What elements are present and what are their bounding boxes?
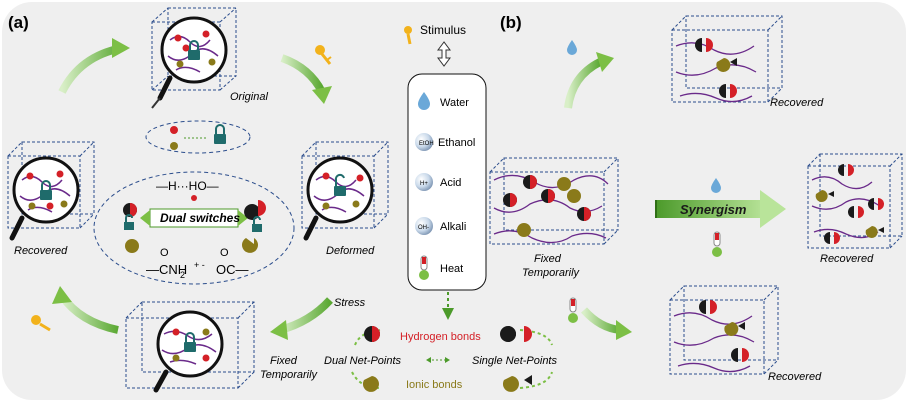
thermometer-icon xyxy=(419,255,429,280)
panel-label-b: (b) xyxy=(500,13,522,32)
water-icon xyxy=(418,92,430,110)
acid-icon-text: H+ xyxy=(420,181,428,187)
ionic-left: —CNH xyxy=(146,262,187,277)
o-label-2: O xyxy=(220,247,229,259)
label-recovered-bottom: Recovered xyxy=(768,371,822,383)
label-recovered-top: Recovered xyxy=(770,97,824,109)
cube-recovered-top xyxy=(671,15,783,103)
cube-original xyxy=(151,7,237,109)
ionic-sub: 2 xyxy=(180,270,185,280)
stimulus-ethanol: Ethanol xyxy=(438,137,475,149)
label-fixed-right-2: Temporarily xyxy=(522,267,581,279)
label-single-net-points: Single Net-Points xyxy=(472,355,557,367)
cube-recovered-middle xyxy=(807,153,903,249)
stimulus-acid: Acid xyxy=(440,177,461,189)
h-bond-formula: —H···HO— xyxy=(156,179,219,193)
dual-switches-oval xyxy=(93,171,295,285)
alkali-icon-text: OH- xyxy=(418,225,429,231)
ethanol-icon-text: EtOH xyxy=(419,141,434,147)
panel-label-a: (a) xyxy=(8,13,29,32)
water-icon-middle xyxy=(711,178,721,193)
key-icon-bottom xyxy=(31,315,51,332)
single-ionic-wedge xyxy=(524,375,532,385)
single-ionic-pac xyxy=(502,376,519,392)
label-ionic-bonds: Ionic bonds xyxy=(406,379,463,391)
stimulus-water: Water xyxy=(440,97,469,109)
label-original: Original xyxy=(230,91,268,103)
label-synergism: Synergism xyxy=(680,202,747,217)
cube-fixed-left xyxy=(125,301,255,393)
stimulus-box xyxy=(407,73,487,291)
dual-switches-label: Dual switches xyxy=(160,211,240,225)
ionic-right: OC— xyxy=(216,262,249,277)
dual-ionic-marker xyxy=(362,376,379,392)
label-stress: Stress xyxy=(334,297,366,309)
label-recovered-middle: Recovered xyxy=(820,253,874,265)
thermometer-icon-middle xyxy=(712,231,722,257)
cube-deformed xyxy=(301,141,389,241)
ethanol-icon xyxy=(415,133,433,151)
label-deformed: Deformed xyxy=(326,245,375,257)
arrow-to-recovered-top xyxy=(564,58,602,109)
stimulus-heat: Heat xyxy=(440,263,463,275)
cube-fixed-right xyxy=(489,157,619,245)
cube-recovered-bottom xyxy=(669,285,779,375)
legend-oval-small xyxy=(145,120,251,154)
ionic-charges: + - xyxy=(194,260,205,270)
stimulus-title: Stimulus xyxy=(420,23,466,37)
label-fixed-left-2: Temporarily xyxy=(260,369,319,381)
label-hydrogen-bonds: Hydrogen bonds xyxy=(400,331,481,343)
key-icon-stimulus xyxy=(404,26,412,45)
cube-recovered-left xyxy=(7,141,95,241)
key-icon xyxy=(315,45,332,65)
label-recovered-left: Recovered xyxy=(14,245,68,257)
o-label-1: O xyxy=(160,247,169,259)
thermometer-icon-right xyxy=(568,297,578,323)
alkali-icon xyxy=(415,217,433,235)
label-fixed-left-1: Fixed xyxy=(270,355,298,367)
double-arrow-icon xyxy=(437,41,451,67)
single-hbond-red xyxy=(524,326,532,342)
acid-icon xyxy=(415,173,433,191)
water-icon-top xyxy=(567,40,577,55)
stimulus-alkali: Alkali xyxy=(440,221,466,233)
synergism-arrow xyxy=(655,190,786,228)
label-dual-net-points: Dual Net-Points xyxy=(324,355,402,367)
arrow-original-to-deformed xyxy=(280,54,326,94)
label-fixed-right-1: Fixed xyxy=(534,253,562,265)
